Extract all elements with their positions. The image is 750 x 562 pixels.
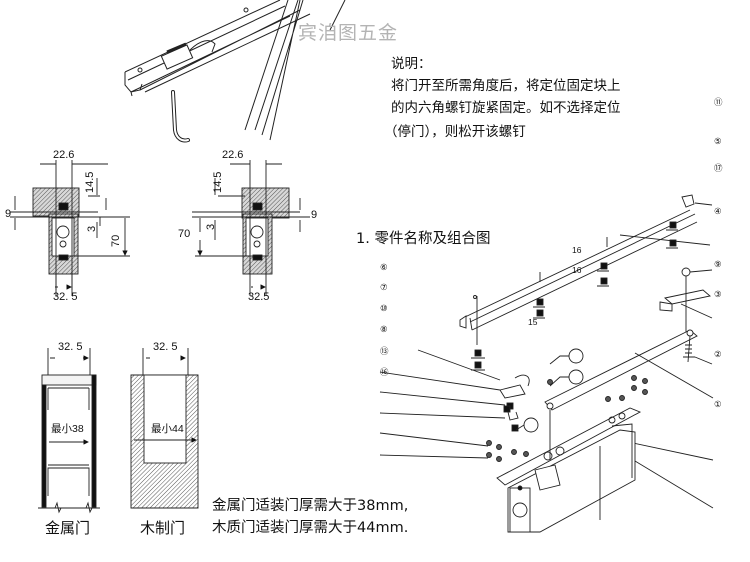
watermark-text: 宾洎图五金 [298, 22, 399, 44]
left-dim-offset: 14.5 [84, 171, 96, 193]
right-dim-offset: 14.5 [212, 171, 224, 193]
left-dim-top-width: 22.6 [53, 149, 75, 161]
description-line-3: （停门），则松开该螺钉 [384, 124, 526, 140]
part-callout-9: ⑨ [714, 259, 722, 269]
exploded-assembly [379, 194, 714, 533]
part-callout-11: ⑪ [714, 97, 723, 107]
part-callout-1: ① [714, 399, 722, 409]
rail-perspective-top [124, 0, 346, 143]
left-dim-height: 70 [110, 234, 122, 247]
part-callout-16: ⑯ [380, 367, 389, 377]
left-dim-bottom-width: 32. 5 [53, 291, 78, 303]
section-title: 1. 零件名称及组合图 [356, 231, 491, 247]
right-dim-small: 3 [205, 223, 217, 230]
metal-door-label: 金属门 [45, 519, 91, 537]
rail-label-16b: 16 [572, 265, 582, 275]
description-line-2: 的内六角螺钉旋紧固定。如不选择定位 [391, 100, 621, 116]
part-callout-5: ⑤ [714, 136, 722, 146]
left-dim-gap: 9 [5, 208, 12, 220]
right-dim-gap: 9 [311, 209, 318, 221]
part-callout-17: ⑰ [714, 163, 723, 173]
wood-door-min: 最小44 [151, 423, 184, 435]
part-callout-8: ⑧ [380, 324, 388, 334]
part-callout-7: ⑦ [380, 282, 388, 292]
description-line-1: 将门开至所需角度后，将定位固定块上 [391, 78, 621, 94]
wood-door-section [130, 348, 198, 509]
rail-label-15: 15 [528, 317, 538, 327]
right-dim-height: 70 [178, 228, 191, 240]
right-dim-top-width: 22.6 [222, 149, 244, 161]
right-dim-bottom-width: 32.5 [248, 291, 270, 303]
part-callout-10: ⑩ [380, 303, 388, 313]
requirement-wood: 木质门适装门厚需大于44mm. [212, 520, 409, 536]
part-callout-3: ③ [714, 289, 722, 299]
metal-door-min: 最小38 [51, 423, 84, 435]
rail-label-16a: 16 [572, 245, 582, 255]
right-mount-diagram [192, 160, 310, 296]
metal-door-top-dim: 32. 5 [58, 341, 83, 353]
wood-door-top-dim: 32. 5 [153, 341, 178, 353]
metal-door-section [38, 348, 100, 514]
left-mount-diagram [10, 160, 130, 296]
left-dim-small: 3 [86, 225, 98, 232]
requirement-metal: 金属门适装门厚需大于38mm, [212, 498, 409, 514]
part-callout-6: ⑥ [380, 262, 388, 272]
part-callout-2: ② [714, 349, 722, 359]
part-callout-13: ⑬ [380, 346, 389, 356]
description-title: 说明： [391, 56, 432, 72]
wood-door-label: 木制门 [140, 519, 186, 537]
part-callout-4: ④ [714, 206, 722, 216]
